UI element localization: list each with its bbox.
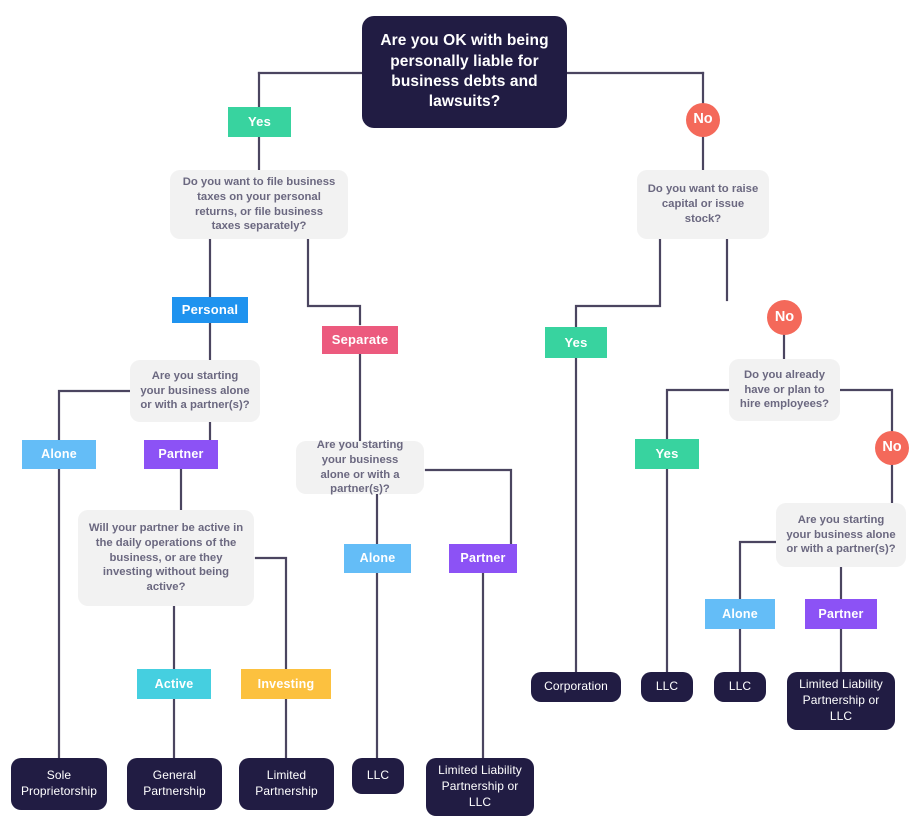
answer-chip-yes-capital[interactable]: Yes [545, 327, 607, 358]
outcome-llc-alone-right[interactable]: LLC [714, 672, 766, 702]
question-raise-capital[interactable]: Do you want to raise capital or issue st… [637, 170, 769, 239]
answer-badge-no-capital[interactable]: No [767, 300, 802, 335]
answer-chip-active[interactable]: Active [137, 669, 211, 699]
question-partner-active-or-investing[interactable]: Will your partner be active in the daily… [78, 510, 254, 606]
question-alone-or-partner-left[interactable]: Are you starting your business alone or … [130, 360, 260, 422]
answer-badge-no-employees[interactable]: No [875, 431, 909, 465]
outcome-corporation[interactable]: Corporation [531, 672, 621, 702]
question-alone-or-partner-right[interactable]: Are you starting your business alone or … [776, 503, 906, 567]
answer-chip-yes-employees[interactable]: Yes [635, 439, 699, 469]
answer-chip-partner-left[interactable]: Partner [144, 440, 218, 469]
question-taxes-filing[interactable]: Do you want to file business taxes on yo… [170, 170, 348, 239]
outcome-llp-or-llc-right[interactable]: Limited Liability Partnership or LLC [787, 672, 895, 730]
answer-badge-no-liability[interactable]: No [686, 103, 720, 137]
answer-chip-personal[interactable]: Personal [172, 297, 248, 323]
answer-chip-yes-liability[interactable]: Yes [228, 107, 291, 137]
question-alone-or-partner-mid[interactable]: Are you starting your business alone or … [296, 439, 424, 495]
outcome-general-partnership[interactable]: General Partnership [127, 758, 222, 810]
outcome-limited-partnership[interactable]: Limited Partnership [239, 758, 334, 810]
answer-chip-partner-mid[interactable]: Partner [449, 544, 517, 573]
answer-chip-alone-mid[interactable]: Alone [344, 544, 411, 573]
root-question-box[interactable]: Are you OK with being personally liable … [362, 16, 567, 128]
outcome-llc-employees-yes[interactable]: LLC [641, 672, 693, 702]
answer-chip-separate[interactable]: Separate [322, 326, 398, 354]
outcome-sole-proprietorship[interactable]: Sole Proprietorship [11, 758, 107, 810]
answer-chip-investing[interactable]: Investing [241, 669, 331, 699]
answer-chip-alone-left[interactable]: Alone [22, 440, 96, 469]
outcome-llc-mid[interactable]: LLC [352, 758, 404, 794]
outcome-llp-or-llc-mid[interactable]: Limited Liability Partnership or LLC [426, 758, 534, 816]
answer-chip-partner-right[interactable]: Partner [805, 599, 877, 629]
answer-chip-alone-right[interactable]: Alone [705, 599, 775, 629]
question-hire-employees[interactable]: Do you already have or plan to hire empl… [729, 359, 840, 421]
